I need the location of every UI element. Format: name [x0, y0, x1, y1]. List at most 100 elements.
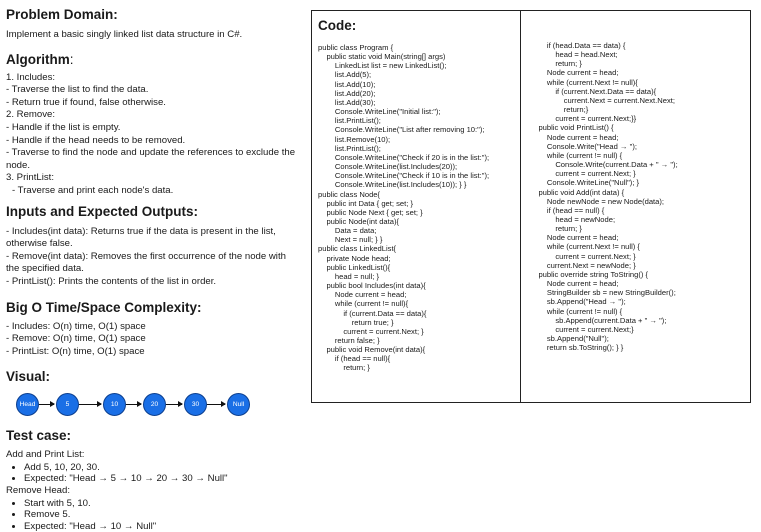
code-line: public int Data { get; set; } [318, 198, 413, 208]
algorithm-line: 3. PrintList: [6, 172, 54, 184]
io-line: - Includes(int data): Returns true if th… [6, 225, 276, 250]
code-line: list.PrintList(); [318, 143, 381, 153]
list-node: Head [16, 393, 39, 417]
code-line: return; } [530, 224, 582, 234]
test-cases: Add and Print List:Add 5, 10, 20, 30.Exp… [6, 449, 296, 532]
code-line: Console.WriteLine(list.Includes(20)); [318, 162, 458, 172]
list-node: 30 [184, 393, 207, 417]
algorithm-heading: Algorithm: [6, 51, 74, 67]
io-heading: Inputs and Expected Outputs: [6, 203, 199, 219]
code-line: sb.Append("Null"); [530, 334, 609, 343]
code-line: list.Add(20); [318, 88, 376, 98]
bigo-list: - Includes: O(n) time, O(1) space- Remov… [6, 321, 296, 359]
code-line: StringBuilder sb = new StringBuilder(); [530, 288, 676, 298]
code-line: current = current.Next; } [530, 251, 636, 261]
code-line: while (current != null) { [530, 306, 623, 316]
code-line: return; } [318, 363, 370, 373]
arrow-icon [79, 401, 102, 408]
code-line: public LinkedList(){ [318, 262, 391, 272]
complexity-line: - Includes: O(n) time, O(1) space [6, 320, 146, 332]
code-title: Code: [318, 18, 357, 33]
problem-heading: Problem Domain: [6, 7, 118, 22]
code-line: head = null; } [318, 271, 380, 281]
arrow-icon [207, 401, 226, 408]
code-line: current = current.Next;} [530, 324, 634, 334]
code-line: while (current != null) { [530, 150, 623, 160]
code-line: Node current = head; [530, 233, 619, 243]
test-step: Add 5, 10, 20, 30. [24, 462, 296, 474]
io-line: - Remove(int data): Removes the first oc… [6, 250, 286, 275]
code-line: list.Add(10); [318, 79, 376, 89]
list-node: 20 [143, 393, 166, 417]
code-line: public void Add(int data) { [530, 187, 625, 197]
code-line: Console.WriteLine(list.Includes(10)); } … [318, 180, 467, 190]
code-line: Console.Write(current.Data + " → "); [530, 160, 678, 170]
code-column-right: if (head.Data == data) { head = head.Nex… [530, 41, 678, 353]
code-line: if (head.Data == data) { [530, 41, 626, 50]
code-line: public class Node{ [318, 189, 381, 199]
test-case-steps: Add 5, 10, 20, 30.Expected: "Head → 5 → … [6, 462, 296, 485]
algorithm-line: - Traverse the list to find the data. [6, 84, 149, 96]
code-line: LinkedList list = new LinkedList(); [318, 61, 447, 71]
test-step: Remove 5. [24, 509, 296, 521]
code-panel: Code: public class Program { public stat… [311, 10, 751, 403]
algorithm-line: 1. Includes: [6, 71, 56, 83]
code-line: Node current = head; [530, 279, 619, 289]
code-line: Node current = head; [530, 68, 619, 78]
code-line: list.Add(30); [318, 97, 376, 107]
arrow-icon [166, 401, 183, 408]
left-column: Problem Domain: Implement a basic singly… [6, 6, 296, 532]
list-node: 5 [56, 393, 79, 417]
code-line: Console.Write("Head → "); [530, 141, 637, 151]
visual-heading: Visual: [6, 369, 51, 385]
code-line: if (current.Data == data){ [318, 308, 427, 318]
test-step: Start with 5, 10. [24, 498, 296, 510]
code-line: while (current.Next != null){ [530, 77, 638, 87]
code-line: public static void Main(string[] args) [318, 52, 446, 62]
io-line: - PrintList(): Prints the contents of th… [6, 275, 217, 287]
problem-text: Implement a basic singly linked list dat… [6, 29, 243, 40]
arrow-icon [126, 401, 142, 408]
code-line: return sb.ToString(); } } [530, 343, 624, 353]
code-line: if (head == null){ [318, 354, 391, 364]
test-step: Expected: "Head → 10 → Null" [24, 521, 296, 532]
code-column-left: public class Program { public static voi… [318, 43, 489, 373]
test-case-title: Add and Print List: [6, 449, 85, 461]
code-line: list.PrintList(); [318, 116, 381, 126]
code-line: return; } [530, 59, 582, 69]
code-line: public class Program { [318, 43, 394, 52]
code-line: public bool Includes(int data){ [318, 281, 426, 291]
code-line: head = head.Next; [530, 50, 618, 60]
code-line: Console.WriteLine("Check if 10 is in the… [318, 171, 490, 181]
code-line: Node current = head; [530, 132, 619, 142]
algorithm-line: - Traverse and print each node's data. [12, 184, 174, 196]
code-line: public Node(int data){ [318, 216, 400, 226]
code-line: list.Add(5); [318, 70, 372, 80]
code-line: sb.Append(current.Data + " → "); [530, 315, 667, 325]
code-line: if (current.Next.Data == data){ [530, 86, 657, 96]
code-line: Node newNode = new Node(data); [530, 196, 665, 206]
algorithm-line: - Handle if the list is empty. [6, 121, 121, 133]
code-divider [520, 11, 521, 402]
code-line: Next = null; } } [318, 235, 383, 245]
code-line: current = current.Next; } [530, 169, 636, 179]
code-line: public override string ToString() { [530, 269, 649, 279]
code-line: return false; } [318, 336, 380, 345]
code-line: while (current.Next != null) { [530, 242, 640, 252]
test-step: Expected: "Head → 5 → 10 → 20 → 30 → Nul… [24, 473, 296, 485]
code-line: current = current.Next;}} [530, 114, 637, 124]
algorithm-list: 1. Includes:- Traverse the list to find … [6, 72, 296, 198]
io-list: - Includes(int data): Returns true if th… [6, 226, 296, 289]
code-line: Console.WriteLine("Initial list:"); [318, 107, 441, 117]
algorithm-line: - Handle if the head needs to be removed… [6, 134, 186, 146]
code-line: current.Next = newNode; } [530, 260, 636, 270]
code-line: Console.WriteLine("Null"); } [530, 178, 640, 188]
code-line: Console.WriteLine("List after removing 1… [318, 125, 485, 135]
code-line: current = current.Next; } [318, 326, 424, 336]
algorithm-line: - Traverse to find the node and update t… [6, 147, 296, 171]
code-line: Data = data; [318, 226, 377, 236]
list-node: 10 [103, 393, 126, 417]
code-line: while (current != null){ [318, 299, 409, 309]
algorithm-line: - Return true if found, false otherwise. [6, 96, 166, 108]
